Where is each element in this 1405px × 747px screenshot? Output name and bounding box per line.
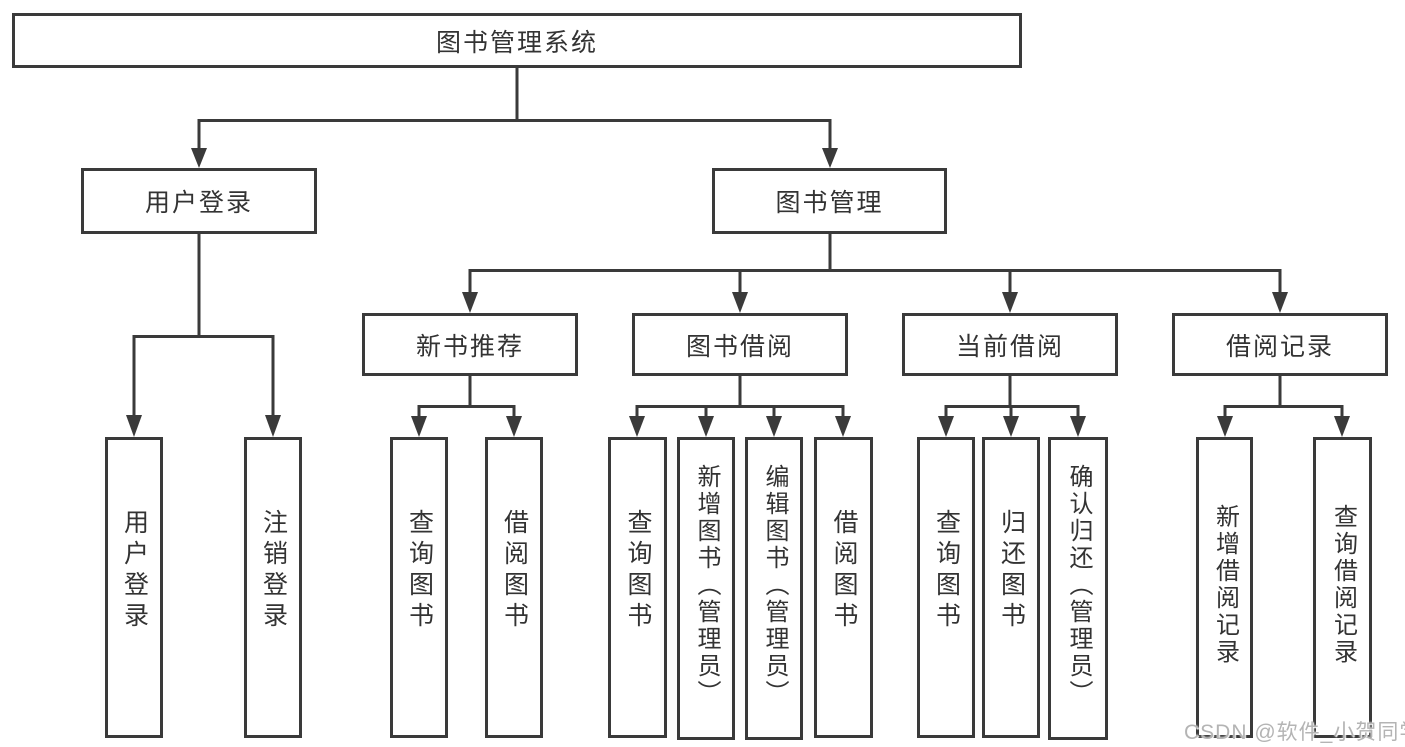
connector-current-borrow-to-leaves (938, 376, 1086, 437)
node-label: 新增借阅记录 (1211, 503, 1239, 666)
leaf-logout: 注销登录 (244, 437, 302, 738)
node-label: 借阅图书 (500, 508, 529, 633)
connector-root-to-level2 (191, 68, 838, 168)
node-label: 归还图书 (997, 508, 1026, 633)
node-label: 编辑图书（管理员） (761, 464, 788, 707)
node-current-borrow: 当前借阅 (902, 313, 1118, 376)
node-label: 确认归还（管理员） (1065, 464, 1092, 707)
leaf-user-login: 用户登录 (105, 437, 163, 738)
node-label: 新书推荐 (415, 332, 524, 361)
leaf-return-book: 归还图书 (982, 437, 1040, 738)
leaf-borrow-books-recommend: 借阅图书 (485, 437, 543, 738)
node-label: 图书管理系统 (435, 28, 598, 57)
node-label: 用户登录 (120, 508, 149, 633)
node-root-library-system: 图书管理系统 (12, 13, 1022, 68)
node-label: 图书管理 (775, 189, 884, 217)
leaf-add-book-admin: 新增图书（管理员） (677, 437, 735, 740)
node-label: 查询图书 (624, 508, 652, 633)
node-label: 注销登录 (259, 508, 288, 633)
node-label: 借阅记录 (1225, 332, 1334, 361)
connector-user-login-to-leaves (126, 234, 281, 437)
node-book-management: 图书管理 (712, 168, 947, 234)
leaf-query-books-borrow: 查询图书 (608, 437, 667, 738)
node-label: 图书借阅 (685, 332, 794, 361)
connector-book-borrow-to-leaves (629, 376, 851, 437)
connector-book-management-to-level3 (462, 234, 1288, 313)
node-new-book-recommend: 新书推荐 (362, 313, 578, 376)
leaf-borrow-books: 借阅图书 (814, 437, 873, 738)
node-user-login: 用户登录 (81, 168, 317, 234)
leaf-query-books-recommend: 查询图书 (390, 437, 448, 738)
leaf-edit-book-admin: 编辑图书（管理员） (745, 437, 803, 740)
node-borrow-records: 借阅记录 (1172, 313, 1388, 376)
leaf-query-books-current: 查询图书 (917, 437, 975, 738)
node-label: 新增图书（管理员） (693, 464, 720, 707)
node-label: 当前借阅 (955, 332, 1064, 361)
node-label: 查询图书 (932, 508, 961, 633)
leaf-query-borrow-record: 查询借阅记录 (1313, 437, 1372, 738)
connector-borrow-records-to-leaves (1217, 376, 1350, 437)
csdn-watermark: CSDN @软件_小贺同学 (1184, 721, 1405, 744)
node-label: 借阅图书 (830, 508, 858, 633)
leaf-add-borrow-record: 新增借阅记录 (1196, 437, 1253, 738)
node-label: 查询图书 (405, 508, 434, 633)
node-label: 查询借阅记录 (1329, 503, 1357, 666)
node-book-borrow: 图书借阅 (632, 313, 848, 376)
connector-new-book-recommend-to-leaves (411, 376, 522, 437)
node-label: 用户登录 (144, 189, 253, 217)
leaf-confirm-return-admin: 确认归还（管理员） (1048, 437, 1108, 740)
